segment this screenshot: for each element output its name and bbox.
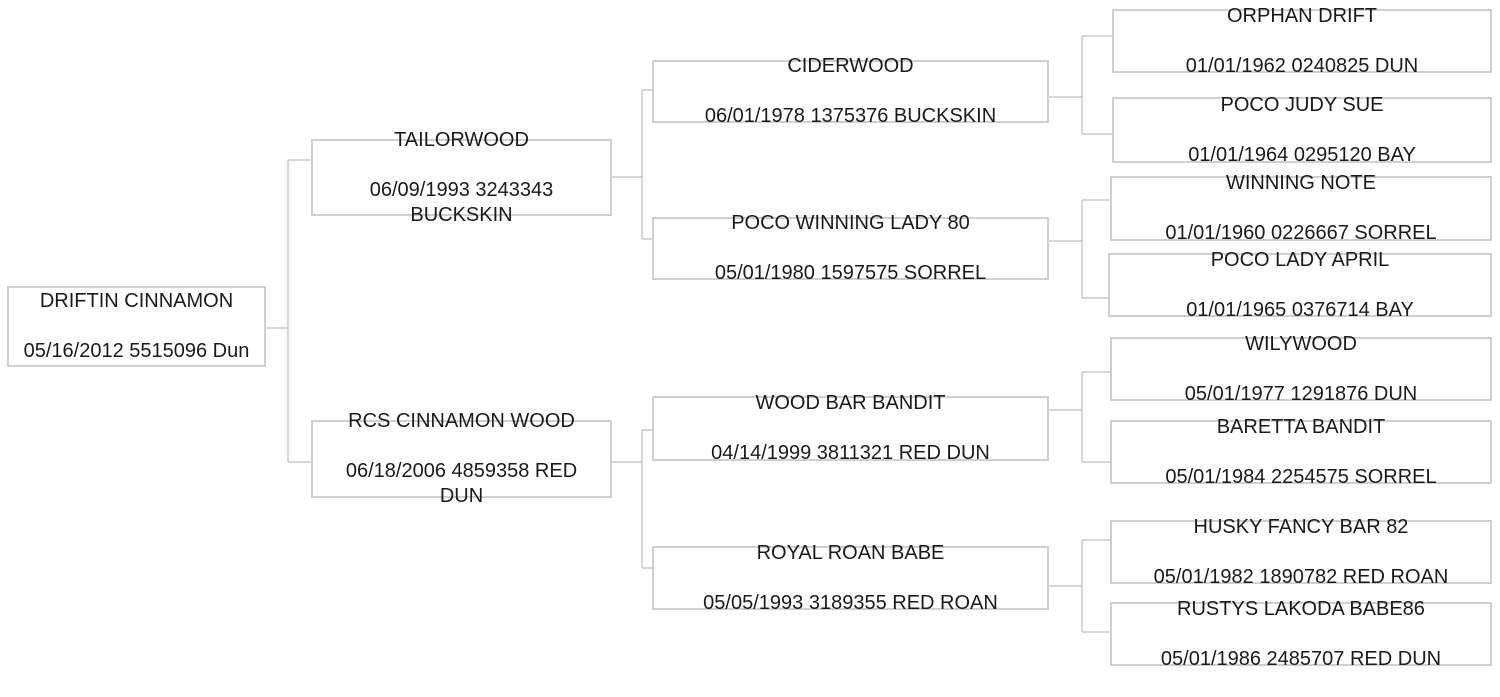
pedigree-node-dd-dam: RUSTYS LAKODA BABE86 05/01/1986 2485707 … — [1110, 598, 1492, 670]
node-details: 05/01/1977 1291876 DUN — [1184, 382, 1418, 405]
connector-dam-sire-parents — [1049, 371, 1110, 463]
node-details: 05/01/1982 1890782 RED ROAN — [1153, 565, 1449, 588]
connector-dam-dam-parents — [1049, 539, 1110, 633]
pedigree-node-sire-dam: POCO WINNING LADY 80 05/01/1980 1597575 … — [652, 212, 1049, 284]
node-name: WILYWOOD — [1245, 332, 1357, 355]
node-details: 06/18/2006 4859358 RED DUN — [345, 460, 578, 507]
connector-sire-sire-parents — [1049, 35, 1112, 135]
node-name: WOOD BAR BANDIT — [755, 392, 946, 414]
node-name: POCO WINNING LADY 80 — [731, 212, 970, 234]
node-details: 05/01/1986 2485707 RED DUN — [1160, 647, 1442, 670]
node-name: WINNING NOTE — [1225, 172, 1376, 194]
node-details: 05/16/2012 5515096 Dun — [23, 340, 250, 362]
node-details: 05/01/1984 2254575 SORREL — [1165, 465, 1437, 488]
pedigree-node-dd-sire: HUSKY FANCY BAR 82 05/01/1982 1890782 RE… — [1110, 516, 1492, 588]
pedigree-node-ss-sire: ORPHAN DRIFT 01/01/1962 0240825 DUN — [1112, 5, 1492, 77]
node-name: RCS CINNAMON WOOD — [348, 410, 575, 432]
pedigree-node-ss-dam: POCO JUDY SUE 01/01/1964 0295120 BAY — [1112, 94, 1492, 166]
pedigree-node-dam-sire: WOOD BAR BANDIT 04/14/1999 3811321 RED D… — [652, 392, 1049, 464]
node-name: BARETTA BANDIT — [1216, 415, 1386, 438]
node-details: 05/01/1980 1597575 SORREL — [714, 262, 987, 284]
pedigree-node-sire-sire: CIDERWOOD 06/01/1978 1375376 BUCKSKIN — [652, 55, 1049, 127]
node-name: CIDERWOOD — [787, 55, 914, 77]
node-name: RUSTYS LAKODA BABE86 — [1177, 597, 1425, 620]
pedigree-node-dam: RCS CINNAMON WOOD 06/18/2006 4859358 RED… — [311, 410, 612, 507]
node-details: 01/01/1962 0240825 DUN — [1185, 54, 1419, 77]
node-name: ROYAL ROAN BABE — [756, 541, 945, 564]
connector-subject-parents — [266, 159, 311, 463]
node-details: 01/01/1965 0376714 BAY — [1186, 298, 1414, 321]
node-name: HUSKY FANCY BAR 82 — [1193, 515, 1409, 538]
node-name: POCO JUDY SUE — [1220, 93, 1384, 116]
node-name: POCO LADY APRIL — [1210, 248, 1390, 271]
node-details: 04/14/1999 3811321 RED DUN — [711, 442, 990, 464]
pedigree-node-ds-sire: WILYWOOD 05/01/1977 1291876 DUN — [1110, 333, 1492, 405]
node-details: 01/01/1960 0226667 SORREL — [1165, 222, 1437, 244]
pedigree-node-sd-dam: POCO LADY APRIL 01/01/1965 0376714 BAY — [1108, 249, 1492, 321]
node-details: 01/01/1964 0295120 BAY — [1188, 143, 1416, 166]
node-details: 06/09/1993 3243343 BUCKSKIN — [369, 178, 554, 226]
node-details: 06/01/1978 1375376 BUCKSKIN — [704, 105, 997, 127]
connector-sire-dam-parents — [1049, 199, 1110, 299]
connector-dam-parents — [612, 429, 652, 569]
node-name: DRIFTIN CINNAMON — [39, 290, 234, 312]
node-name: ORPHAN DRIFT — [1227, 4, 1377, 27]
pedigree-node-ds-dam: BARETTA BANDIT 05/01/1984 2254575 SORREL — [1110, 416, 1492, 488]
node-details: 05/05/1993 3189355 RED ROAN — [703, 591, 998, 614]
pedigree-node-sd-sire: WINNING NOTE 01/01/1960 0226667 SORREL — [1110, 172, 1492, 244]
pedigree-node-subject: DRIFTIN CINNAMON 05/16/2012 5515096 Dun — [7, 286, 266, 367]
pedigree-node-dam-dam: ROYAL ROAN BABE 05/05/1993 3189355 RED R… — [652, 542, 1049, 614]
connector-sire-parents — [612, 89, 652, 240]
node-name: TAILORWOOD — [394, 128, 529, 151]
pedigree-node-sire: TAILORWOOD 06/09/1993 3243343 BUCKSKIN — [311, 129, 612, 226]
